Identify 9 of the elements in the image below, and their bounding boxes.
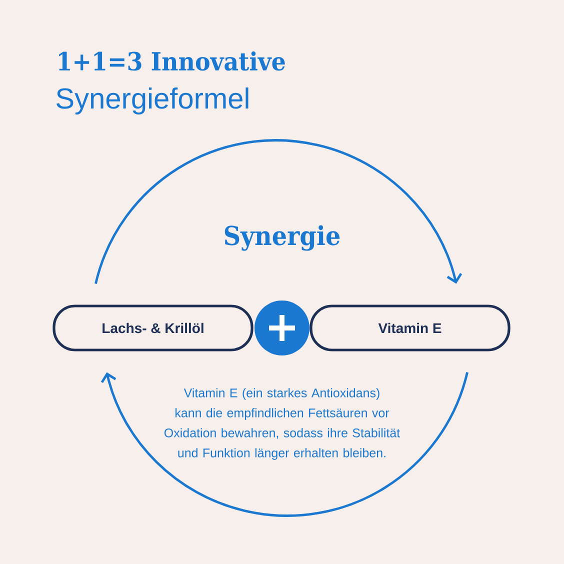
- ingredient-pill: Lachs- & Krillöl: [52, 304, 254, 352]
- curved-arrow: [94, 139, 462, 284]
- plus-circle: [254, 300, 310, 356]
- curved-arrow: [100, 372, 468, 517]
- title: 1+1=3 Innovative: [59, 51, 285, 71]
- subtitle: Synergieformel: [56, 87, 248, 115]
- description-text: Vitamin E (ein starkes Antioxidans) kann die empfindlichen Fettsäuren vor Oxidation bewahren, sodass ihre Stabilität und Funktion länger erhalten bleiben.: [164, 388, 400, 460]
- synergy-heading: Synergie: [224, 225, 340, 251]
- ingredient-pill: Vitamin E: [310, 304, 510, 352]
